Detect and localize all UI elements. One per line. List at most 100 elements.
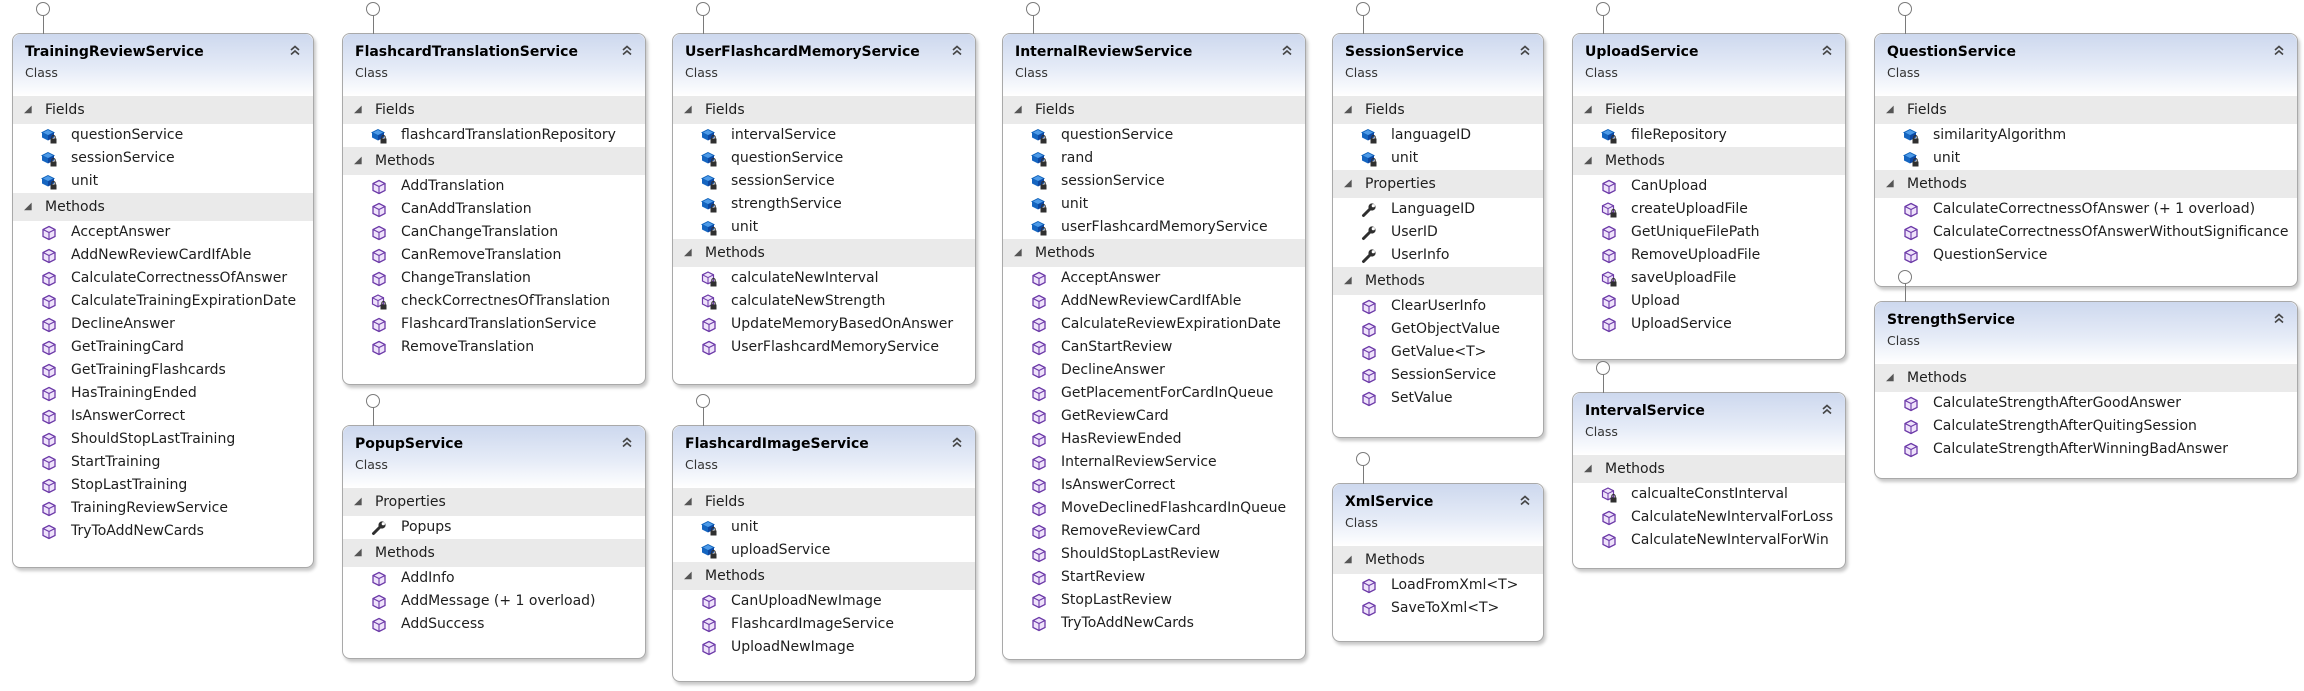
method-member[interactable]: CalculateNewIntervalForWin [1573, 529, 1845, 552]
method-member[interactable]: SetValue [1333, 387, 1543, 410]
method-member[interactable]: calcualteConstInterval [1573, 483, 1845, 506]
method-member[interactable]: ShouldStopLastTraining [13, 428, 313, 451]
method-member[interactable]: GetObjectValue [1333, 318, 1543, 341]
field-member[interactable]: unit [1003, 193, 1305, 216]
method-member[interactable]: AcceptAnswer [13, 221, 313, 244]
method-member[interactable]: HasReviewEnded [1003, 428, 1305, 451]
field-member[interactable]: questionService [13, 124, 313, 147]
field-member[interactable]: unit [673, 516, 975, 539]
method-member[interactable]: DeclineAnswer [13, 313, 313, 336]
method-member[interactable]: calculateNewStrength [673, 290, 975, 313]
method-member[interactable]: TryToAddNewCards [1003, 612, 1305, 635]
section-header-methods[interactable]: ◢Methods [673, 239, 975, 267]
field-member[interactable]: sessionService [1003, 170, 1305, 193]
expand-triangle-icon[interactable]: ◢ [1886, 372, 1894, 383]
method-member[interactable]: CalculateReviewExpirationDate [1003, 313, 1305, 336]
method-member[interactable]: checkCorrectnesOfTranslation [343, 290, 645, 313]
section-header-methods[interactable]: ◢Methods [1875, 170, 2297, 198]
collapse-chevron-icon[interactable] [1819, 42, 1835, 58]
field-member[interactable]: unit [13, 170, 313, 193]
expand-triangle-icon[interactable]: ◢ [354, 496, 362, 507]
expand-triangle-icon[interactable]: ◢ [1886, 104, 1894, 115]
field-member[interactable]: unit [1333, 147, 1543, 170]
collapse-chevron-icon[interactable] [1279, 42, 1295, 58]
property-member[interactable]: UserInfo [1333, 244, 1543, 267]
method-member[interactable]: CalculateCorrectnessOfAnswer (+ 1 overlo… [1875, 198, 2297, 221]
expand-triangle-icon[interactable]: ◢ [354, 547, 362, 558]
method-member[interactable]: AddMessage (+ 1 overload) [343, 590, 645, 613]
field-member[interactable]: fileRepository [1573, 124, 1845, 147]
method-member[interactable]: GetTrainingFlashcards [13, 359, 313, 382]
field-member[interactable]: questionService [1003, 124, 1305, 147]
method-member[interactable]: UploadService [1573, 313, 1845, 336]
expand-triangle-icon[interactable]: ◢ [1344, 554, 1352, 565]
section-header-methods[interactable]: ◢Methods [343, 539, 645, 567]
section-header-methods[interactable]: ◢Methods [1003, 239, 1305, 267]
collapse-chevron-icon[interactable] [1517, 42, 1533, 58]
expand-triangle-icon[interactable]: ◢ [1584, 463, 1592, 474]
method-member[interactable]: StartTraining [13, 451, 313, 474]
method-member[interactable]: RemoveTranslation [343, 336, 645, 359]
section-header-fields[interactable]: ◢Fields [1003, 96, 1305, 124]
collapse-chevron-icon[interactable] [2271, 42, 2287, 58]
method-member[interactable]: CalculateStrengthAfterQuitingSession [1875, 415, 2297, 438]
method-member[interactable]: StopLastTraining [13, 474, 313, 497]
section-header-fields[interactable]: ◢Fields [673, 488, 975, 516]
method-member[interactable]: GetValue<T> [1333, 341, 1543, 364]
method-member[interactable]: ChangeTranslation [343, 267, 645, 290]
expand-triangle-icon[interactable]: ◢ [684, 570, 692, 581]
collapse-chevron-icon[interactable] [1517, 492, 1533, 508]
collapse-chevron-icon[interactable] [949, 42, 965, 58]
section-header-fields[interactable]: ◢Fields [1875, 96, 2297, 124]
section-header-methods[interactable]: ◢Methods [1333, 546, 1543, 574]
method-member[interactable]: createUploadFile [1573, 198, 1845, 221]
method-member[interactable]: UserFlashcardMemoryService [673, 336, 975, 359]
field-member[interactable]: similarityAlgorithm [1875, 124, 2297, 147]
method-member[interactable]: FlashcardTranslationService [343, 313, 645, 336]
field-member[interactable]: intervalService [673, 124, 975, 147]
expand-triangle-icon[interactable]: ◢ [1344, 104, 1352, 115]
method-member[interactable]: IsAnswerCorrect [1003, 474, 1305, 497]
section-header-properties[interactable]: ◢Properties [1333, 170, 1543, 198]
section-header-fields[interactable]: ◢Fields [343, 96, 645, 124]
method-member[interactable]: CalculateCorrectnessOfAnswerWithoutSigni… [1875, 221, 2297, 244]
method-member[interactable]: CanRemoveTranslation [343, 244, 645, 267]
field-member[interactable]: unit [673, 216, 975, 239]
method-member[interactable]: AddNewReviewCardIfAble [13, 244, 313, 267]
method-member[interactable]: SessionService [1333, 364, 1543, 387]
method-member[interactable]: QuestionService [1875, 244, 2297, 267]
expand-triangle-icon[interactable]: ◢ [354, 155, 362, 166]
section-header-fields[interactable]: ◢Fields [673, 96, 975, 124]
expand-triangle-icon[interactable]: ◢ [1344, 275, 1352, 286]
field-member[interactable]: unit [1875, 147, 2297, 170]
section-header-fields[interactable]: ◢Fields [1573, 96, 1845, 124]
section-header-methods[interactable]: ◢Methods [1573, 455, 1845, 483]
field-member[interactable]: flashcardTranslationRepository [343, 124, 645, 147]
section-header-fields[interactable]: ◢Fields [1333, 96, 1543, 124]
expand-triangle-icon[interactable]: ◢ [1584, 104, 1592, 115]
method-member[interactable]: CanUpload [1573, 175, 1845, 198]
method-member[interactable]: StartReview [1003, 566, 1305, 589]
method-member[interactable]: Upload [1573, 290, 1845, 313]
field-member[interactable]: sessionService [13, 147, 313, 170]
field-member[interactable]: sessionService [673, 170, 975, 193]
method-member[interactable]: CalculateCorrectnessOfAnswer [13, 267, 313, 290]
method-member[interactable]: GetTrainingCard [13, 336, 313, 359]
method-member[interactable]: calculateNewInterval [673, 267, 975, 290]
field-member[interactable]: rand [1003, 147, 1305, 170]
expand-triangle-icon[interactable]: ◢ [684, 247, 692, 258]
method-member[interactable]: UploadNewImage [673, 636, 975, 659]
section-header-methods[interactable]: ◢Methods [1875, 364, 2297, 392]
collapse-chevron-icon[interactable] [619, 434, 635, 450]
expand-triangle-icon[interactable]: ◢ [1886, 178, 1894, 189]
method-member[interactable]: IsAnswerCorrect [13, 405, 313, 428]
